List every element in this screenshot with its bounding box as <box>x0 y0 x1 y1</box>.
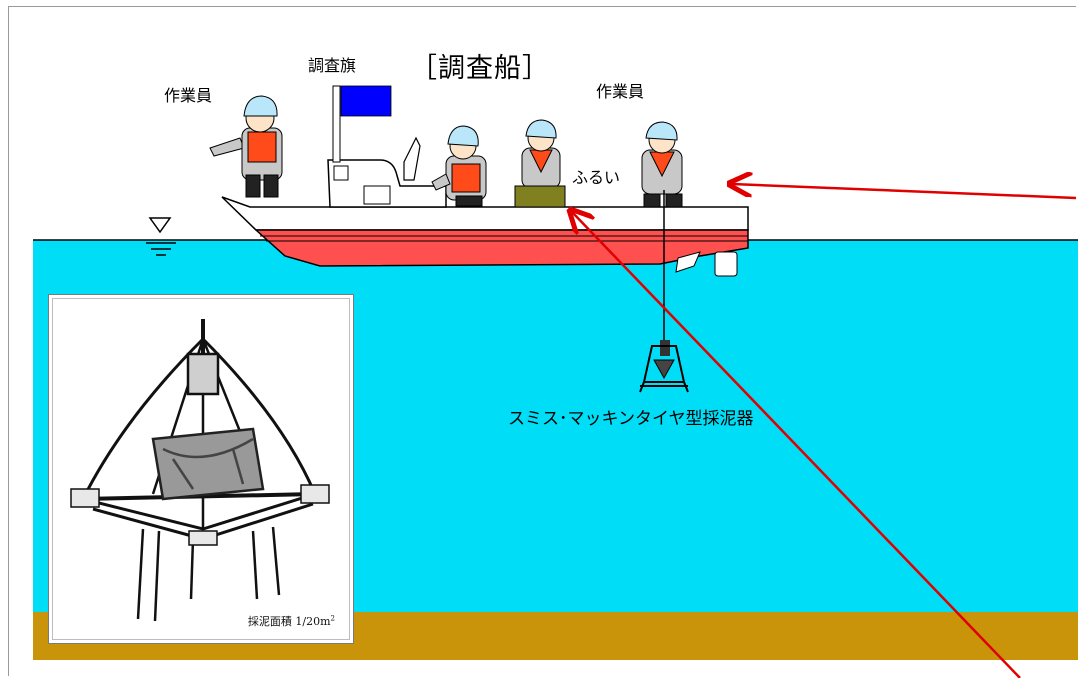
grab-sampler-illustration <box>70 319 330 622</box>
sieve-box <box>514 185 566 208</box>
water-level-icon <box>146 217 176 256</box>
worker-figure-left <box>209 95 283 198</box>
survey-flag <box>332 85 392 163</box>
inset-photo: 採泥面積 1/20m2 <box>48 294 354 644</box>
worker-label-right: 作業員 <box>596 82 645 101</box>
arrow-to-sieve <box>572 212 1021 678</box>
grab-label: スミス･マッキンタイヤ型採泥器 <box>508 409 754 429</box>
worker-figure-cabin <box>431 125 487 207</box>
diagram-frame <box>8 6 1076 676</box>
flag-text: 調査中 <box>345 118 375 129</box>
worker-figure-sieve <box>521 119 561 189</box>
flag-label: 調査旗 <box>308 56 357 75</box>
worker-figure-right <box>641 121 683 208</box>
worker-label-left: 作業員 <box>164 86 213 105</box>
arrow-to-deck-right <box>732 184 1077 200</box>
grab-sampler-icon <box>639 340 689 393</box>
inset-caption: 採泥面積 1/20m2 <box>247 614 335 628</box>
sieve-label: ふるい <box>572 168 621 187</box>
boat-hull <box>221 196 749 277</box>
boat-cabin <box>327 136 447 208</box>
inset-frame <box>52 298 350 640</box>
page-title: ［調査船］ <box>410 53 550 84</box>
